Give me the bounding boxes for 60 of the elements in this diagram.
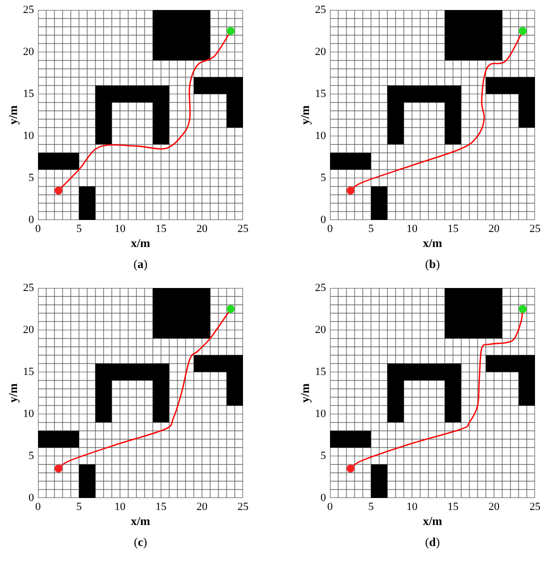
- axis-tick-label: 25: [236, 502, 250, 513]
- axis-tick-label: 25: [314, 283, 326, 294]
- axis-tick-label: 15: [446, 502, 460, 513]
- axis-tick-label: 15: [314, 89, 326, 100]
- axis-tick-label: 0: [34, 224, 42, 235]
- axis-title: y/m: [7, 382, 19, 405]
- axis-tick-label: 10: [22, 409, 34, 420]
- axis-tick-label: 15: [314, 367, 326, 378]
- axis-tick-label: 0: [326, 224, 334, 235]
- axis-tick-label: 15: [154, 502, 168, 513]
- axis-title: y/m: [7, 104, 19, 127]
- axis-tick-label: 10: [22, 131, 34, 142]
- axis-title: x/m: [422, 515, 444, 527]
- axis-title: x/m: [422, 237, 444, 249]
- axis-tick-label: 15: [446, 224, 460, 235]
- axis-tick-label: 25: [22, 5, 34, 16]
- axis-tick-label: 10: [314, 409, 326, 420]
- axis-tick-label: 15: [154, 224, 168, 235]
- axis-title: y/m: [299, 104, 311, 127]
- axis-tick-label: 15: [22, 89, 34, 100]
- axis-tick-label: 25: [22, 283, 34, 294]
- axis-tick-label: 0: [34, 502, 42, 513]
- axis-tick-label: 20: [22, 325, 34, 336]
- axis-tick-label: 5: [75, 224, 83, 235]
- panel-caption: (d): [424, 536, 441, 548]
- axis-tick-label: 20: [196, 502, 208, 513]
- axis-tick-label: 20: [22, 47, 34, 58]
- axis-tick-label: 5: [320, 173, 326, 184]
- axis-tick-label: 20: [488, 502, 500, 513]
- axis-tick-label: 5: [320, 451, 326, 462]
- axis-tick-label: 10: [114, 502, 126, 513]
- axis-tick-label: 25: [314, 5, 326, 16]
- axis-tick-label: 20: [196, 224, 208, 235]
- axis-tick-label: 0: [28, 493, 34, 504]
- axis-tick-label: 5: [28, 451, 34, 462]
- axis-tick-label: 25: [528, 224, 542, 235]
- axis-tick-label: 5: [367, 502, 375, 513]
- panel-caption: (b): [424, 258, 441, 270]
- axis-tick-label: 5: [367, 224, 375, 235]
- panel-caption: (a): [132, 258, 148, 270]
- axis-tick-label: 20: [488, 224, 500, 235]
- axis-tick-label: 25: [528, 502, 542, 513]
- axis-tick-label: 10: [406, 224, 418, 235]
- axis-tick-label: 5: [28, 173, 34, 184]
- axis-tick-label: 0: [320, 493, 326, 504]
- axis-tick-label: 0: [28, 215, 34, 226]
- axis-tick-label: 0: [326, 502, 334, 513]
- axis-tick-label: 5: [75, 502, 83, 513]
- axis-title: y/m: [299, 382, 311, 405]
- axis-tick-label: 10: [314, 131, 326, 142]
- axis-tick-label: 15: [22, 367, 34, 378]
- panel-caption: (c): [132, 536, 148, 548]
- axis-tick-label: 10: [114, 224, 126, 235]
- axis-title: x/m: [130, 515, 152, 527]
- axis-tick-label: 10: [406, 502, 418, 513]
- axis-title: x/m: [130, 237, 152, 249]
- axis-tick-label: 0: [320, 215, 326, 226]
- axis-tick-label: 20: [314, 325, 326, 336]
- axis-tick-label: 25: [236, 224, 250, 235]
- axis-tick-label: 20: [314, 47, 326, 58]
